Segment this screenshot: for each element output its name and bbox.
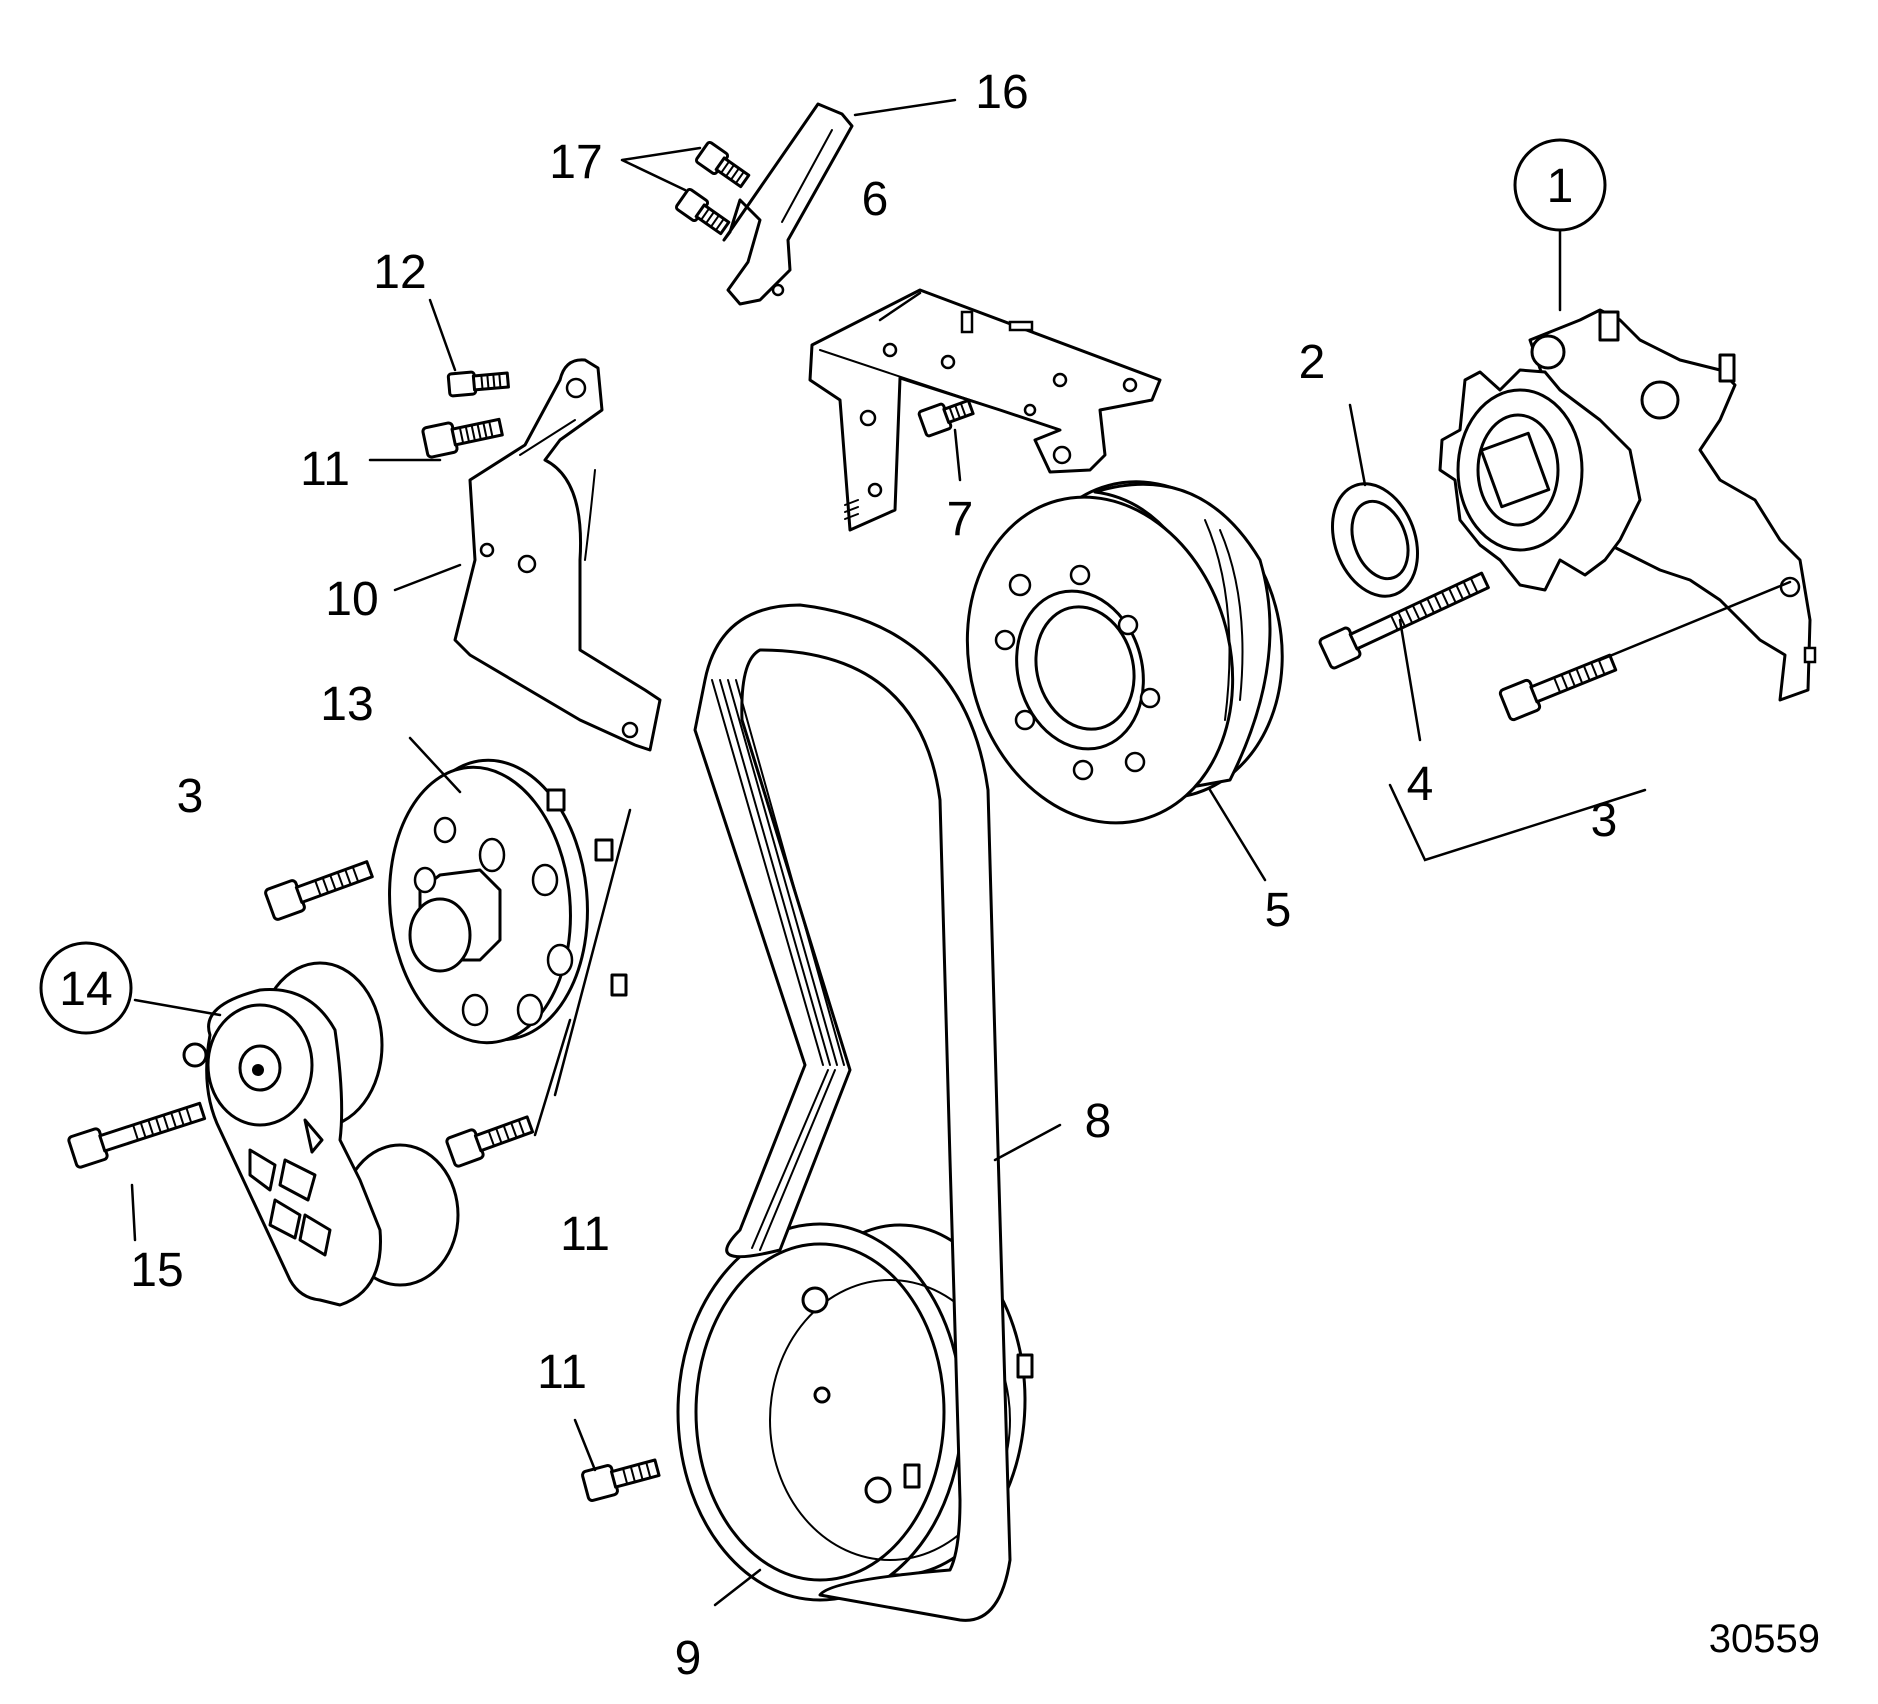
callout-15: 15 — [130, 1244, 183, 1297]
part-16-bracket-strip — [722, 102, 854, 306]
callout-7: 7 — [947, 493, 974, 546]
callout-14: 14 — [59, 963, 112, 1016]
part-11-bolt-lower — [581, 1458, 661, 1502]
reference-number: 30559 — [1709, 1617, 1820, 1661]
part-6-main-bracket — [808, 288, 1162, 532]
callout-13: 13 — [320, 678, 373, 731]
part-3-bolt-right — [1498, 653, 1618, 722]
part-12-bolt — [446, 370, 510, 398]
part-2-seal-ring — [1330, 482, 1420, 598]
callout-5: 5 — [1265, 884, 1292, 937]
callout-8: 8 — [1085, 1095, 1112, 1148]
part-1-mounting-flange — [1438, 308, 1817, 702]
callout-labels: 1 2 3 4 5 6 7 8 9 10 11 11 11 12 13 14 1… — [39, 66, 1820, 1685]
part-5-pulley — [965, 480, 1284, 825]
callout-2: 2 — [1299, 336, 1326, 389]
part-3-bolt-left — [264, 860, 374, 921]
callout-11-lower: 11 — [537, 1346, 587, 1399]
callout-11-upper: 11 — [300, 443, 350, 496]
part-11-bolt-middle — [445, 1115, 535, 1168]
part-17-bolts — [674, 140, 751, 236]
part-7-bolt — [917, 398, 975, 438]
callout-12: 12 — [373, 246, 426, 299]
callout-11-middle: 11 — [560, 1208, 610, 1261]
callout-1: 1 — [1547, 160, 1574, 213]
callout-3-left: 3 — [177, 770, 204, 823]
part-11-bolt-upper — [421, 417, 504, 459]
leader-lines — [130, 98, 1792, 1607]
callout-9: 9 — [675, 1632, 702, 1685]
part-8-belt — [693, 603, 1012, 1622]
part-10-bracket — [453, 358, 662, 752]
callout-16: 16 — [975, 66, 1028, 119]
callout-6: 6 — [862, 173, 889, 226]
part-13-hub — [388, 758, 628, 1045]
callout-3-right: 3 — [1591, 794, 1618, 847]
part-15-bolt — [67, 1101, 207, 1169]
part-4-long-bolt — [1318, 571, 1490, 670]
callout-4: 4 — [1407, 758, 1434, 811]
part-14-tensioner — [182, 961, 460, 1307]
callout-17: 17 — [549, 136, 602, 189]
callout-10: 10 — [325, 573, 378, 626]
